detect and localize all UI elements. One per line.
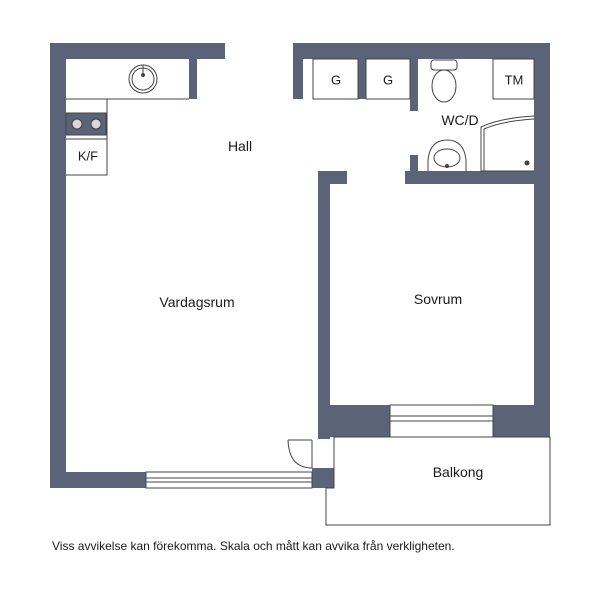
washbasin-icon	[427, 139, 467, 171]
wardrobe-1-label: G	[330, 72, 342, 88]
living-room-label: Vardagsrum	[159, 294, 235, 310]
wall-wardrobe-divider	[358, 59, 366, 99]
fixtures	[65, 58, 551, 526]
washer-label: TM	[504, 72, 524, 88]
bathroom-label: WC/D	[441, 112, 479, 128]
washer-box	[492, 58, 535, 100]
window-living-room	[145, 471, 313, 489]
wall-bedroom-left	[318, 171, 330, 439]
wall-bedroom-bottom-right	[493, 405, 550, 437]
wall-bottom-left	[50, 472, 146, 488]
wall-right	[534, 43, 550, 437]
hall-label: Hall	[227, 138, 253, 154]
wall-bedroom-left-cap	[318, 171, 347, 184]
kitchen-label: K/F	[77, 148, 99, 164]
wall-stub-hall	[293, 59, 303, 99]
kitchen-counter	[66, 98, 108, 176]
wardrobe-2-box	[365, 58, 411, 100]
wall-bath-upper	[410, 59, 418, 111]
balcony-label: Balkong	[432, 464, 484, 480]
bedroom-label: Sovrum	[413, 291, 463, 307]
window-icon	[145, 404, 494, 489]
wall-stub-kitchen	[189, 59, 197, 99]
wall-bedroom-bottom-left	[318, 405, 390, 437]
wardrobe-1-box	[312, 58, 359, 100]
disclaimer-text: Viss avvikelse kan förekomma. Skala och …	[52, 539, 455, 553]
sink-icon	[128, 64, 158, 94]
walls	[50, 43, 550, 488]
wall-bottom-right	[312, 468, 334, 488]
wardrobe-2-label: G	[382, 72, 394, 88]
wall-top-left	[50, 43, 225, 59]
wall-top-right	[293, 43, 550, 59]
wall-bath-lower	[410, 155, 418, 184]
wall-left	[50, 43, 66, 488]
balcony-outline	[325, 436, 551, 526]
wall-bath-bottom	[405, 171, 550, 184]
door-swing-icon	[287, 439, 313, 469]
stove-icon	[65, 112, 107, 136]
toilet-icon	[430, 59, 458, 103]
shower-icon	[480, 115, 535, 172]
